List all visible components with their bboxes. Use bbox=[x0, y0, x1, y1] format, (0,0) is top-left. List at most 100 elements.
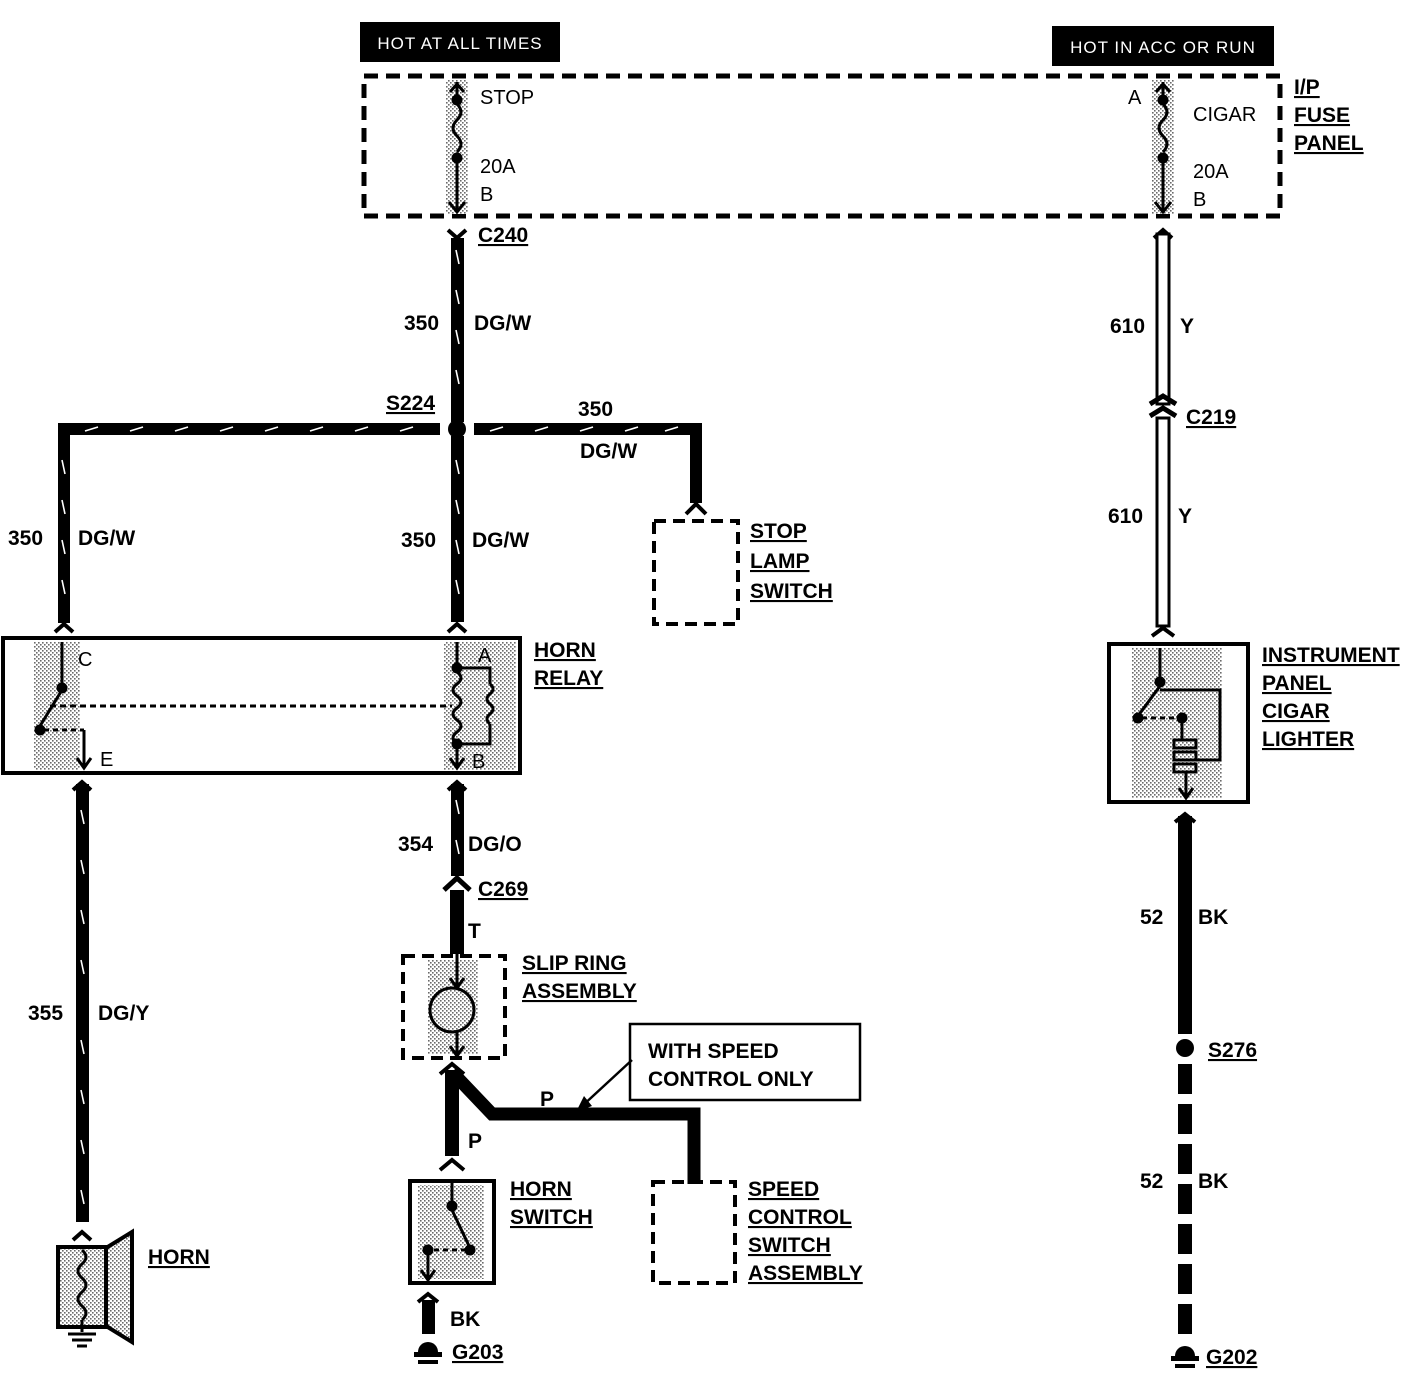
stop-fuse-shading bbox=[446, 80, 468, 214]
horn-switch-ground-connector bbox=[416, 1291, 440, 1304]
wire-52-lower-color: BK bbox=[1198, 1170, 1228, 1193]
wire-350-center-color: DG/W bbox=[472, 529, 529, 552]
slip-ring-connector-p bbox=[438, 1061, 466, 1076]
stop-fuse-rating: 20A bbox=[480, 156, 516, 178]
wire-350-stop-drop bbox=[690, 423, 702, 503]
wire-350-stop-circuit: 350 bbox=[578, 398, 613, 421]
stop-fuse bbox=[447, 81, 467, 215]
header-hot-in-acc-or-run: HOT IN ACC OR RUN bbox=[1052, 26, 1274, 66]
ground-g203-label: G203 bbox=[452, 1341, 503, 1364]
splice-s276 bbox=[1176, 1039, 1194, 1057]
cigar-lighter-connector-in bbox=[1150, 625, 1176, 638]
horn-relay-pin-e: E bbox=[100, 749, 113, 771]
speed-control-note-line-1: WITH SPEED bbox=[648, 1040, 779, 1063]
connector-c269 bbox=[442, 874, 472, 892]
cigar-fuse bbox=[1153, 81, 1173, 215]
connector-c240 bbox=[446, 228, 468, 241]
wire-354 bbox=[451, 784, 464, 876]
wire-354-circuit: 354 bbox=[398, 833, 433, 856]
cigar-lighter-name-line-4: LIGHTER bbox=[1262, 728, 1354, 751]
wire-350-main bbox=[451, 238, 464, 426]
wire-610-lower-color: Y bbox=[1178, 505, 1192, 528]
wire-354-color: DG/O bbox=[468, 833, 522, 856]
stop-lamp-switch-name-line-2: LAMP bbox=[750, 550, 810, 573]
wire-610-upper bbox=[1155, 232, 1171, 406]
horn-symbol bbox=[56, 1228, 134, 1348]
horn-connector bbox=[71, 1229, 93, 1242]
fuse-panel-name-line-1: I/P bbox=[1294, 76, 1320, 99]
wire-horn-switch-ground bbox=[422, 1300, 435, 1334]
wire-350-left bbox=[58, 423, 70, 623]
slip-ring-pin-t: T bbox=[468, 920, 481, 943]
cigar-fuse-pin-a: A bbox=[1128, 87, 1142, 109]
wire-350-stop-color: DG/W bbox=[580, 440, 637, 463]
slip-ring-name-line-1: SLIP RING bbox=[522, 952, 627, 975]
horn-switch-connector bbox=[438, 1157, 466, 1172]
wire-350-left-stripe bbox=[61, 459, 66, 595]
fuse-panel-name-line-2: FUSE bbox=[1294, 104, 1350, 127]
wire-350-center bbox=[451, 436, 464, 622]
horn-relay-pin-b: B bbox=[472, 751, 485, 773]
cigar-lighter-name-line-2: PANEL bbox=[1262, 672, 1332, 695]
header-hot-at-all-times-label: HOT AT ALL TIMES bbox=[377, 34, 542, 53]
horn-switch bbox=[408, 1179, 496, 1285]
wire-350-left-circuit: 350 bbox=[8, 527, 43, 550]
speed-control-switch-name-line-4: ASSEMBLY bbox=[748, 1262, 863, 1285]
cigar-fuse-rating: 20A bbox=[1193, 161, 1229, 183]
ground-g202-symbol bbox=[1171, 1346, 1199, 1368]
stop-lamp-switch-connector bbox=[684, 501, 708, 516]
slip-ring-assembly bbox=[401, 954, 507, 1060]
stop-fuse-name: STOP bbox=[480, 87, 534, 109]
wire-610-upper-circuit: 610 bbox=[1110, 315, 1145, 338]
wire-354-stripe bbox=[455, 799, 460, 855]
connector-c219-label: C219 bbox=[1186, 406, 1236, 429]
wire-350-main-color: DG/W bbox=[474, 312, 531, 335]
connector-c240-label: C240 bbox=[478, 224, 528, 247]
wire-355-stripe bbox=[80, 809, 85, 1205]
wire-355-color: DG/Y bbox=[98, 1002, 149, 1025]
stop-fuse-pin-b: B bbox=[480, 184, 493, 206]
stop-lamp-switch-name-line-3: SWITCH bbox=[750, 580, 833, 603]
ip-fuse-panel: STOP 20A B A CIGAR 20A B I/P FUSE PANEL bbox=[361, 73, 1364, 219]
wire-355-circuit: 355 bbox=[28, 1002, 63, 1025]
stop-lamp-switch bbox=[652, 519, 740, 626]
cigar-fuse-name: CIGAR bbox=[1193, 104, 1256, 126]
wire-610-lower bbox=[1155, 416, 1171, 628]
horn-relay-connector-a bbox=[446, 621, 468, 634]
header-hot-in-acc-or-run-label: HOT IN ACC OR RUN bbox=[1070, 38, 1256, 57]
wire-c269-to-slip-ring bbox=[450, 890, 464, 954]
wire-350-center-circuit: 350 bbox=[401, 529, 436, 552]
speed-control-switch-name-line-3: SWITCH bbox=[748, 1234, 831, 1257]
wire-610-lower-circuit: 610 bbox=[1108, 505, 1143, 528]
wire-52-upper-circuit: 52 bbox=[1140, 906, 1163, 929]
cigar-fuse-pin-b: B bbox=[1193, 189, 1206, 211]
cigar-lighter bbox=[1107, 642, 1250, 804]
wire-350-main-circuit: 350 bbox=[404, 312, 439, 335]
cigar-lighter-name-line-1: INSTRUMENT bbox=[1262, 644, 1400, 667]
slip-ring-name-line-2: ASSEMBLY bbox=[522, 980, 637, 1003]
speed-control-switch-name-line-1: SPEED bbox=[748, 1178, 819, 1201]
horn-relay bbox=[1, 636, 522, 775]
speed-control-note-box bbox=[576, 1022, 862, 1112]
wire-52-upper bbox=[1178, 816, 1192, 1034]
horn-switch-name-line-1: HORN bbox=[510, 1178, 572, 1201]
horn-switch-name-line-2: SWITCH bbox=[510, 1206, 593, 1229]
speed-control-branch-pin-p: P bbox=[540, 1088, 554, 1111]
wire-350-bus bbox=[58, 423, 700, 435]
horn-relay-pin-c: C bbox=[78, 649, 92, 671]
header-hot-at-all-times: HOT AT ALL TIMES bbox=[360, 22, 560, 62]
splice-s224 bbox=[440, 420, 474, 438]
wire-350-left-color: DG/W bbox=[78, 527, 135, 550]
ground-g203-symbol bbox=[414, 1342, 442, 1364]
wire-350-center-stripe bbox=[455, 459, 460, 595]
slip-ring-pin-p: P bbox=[468, 1130, 482, 1153]
wire-p-speed-control bbox=[447, 1067, 701, 1184]
horn-relay-pin-a: A bbox=[478, 645, 492, 667]
cigar-lighter-name-line-3: CIGAR bbox=[1262, 700, 1330, 723]
wire-p-horn-switch bbox=[445, 1070, 459, 1156]
ground-g202-label: G202 bbox=[1206, 1346, 1257, 1369]
wire-350-main-stripe bbox=[455, 249, 460, 385]
wire-610-upper-color: Y bbox=[1180, 315, 1194, 338]
speed-control-switch-name-line-2: CONTROL bbox=[748, 1206, 852, 1229]
horn-relay-name-line-2: RELAY bbox=[534, 667, 603, 690]
